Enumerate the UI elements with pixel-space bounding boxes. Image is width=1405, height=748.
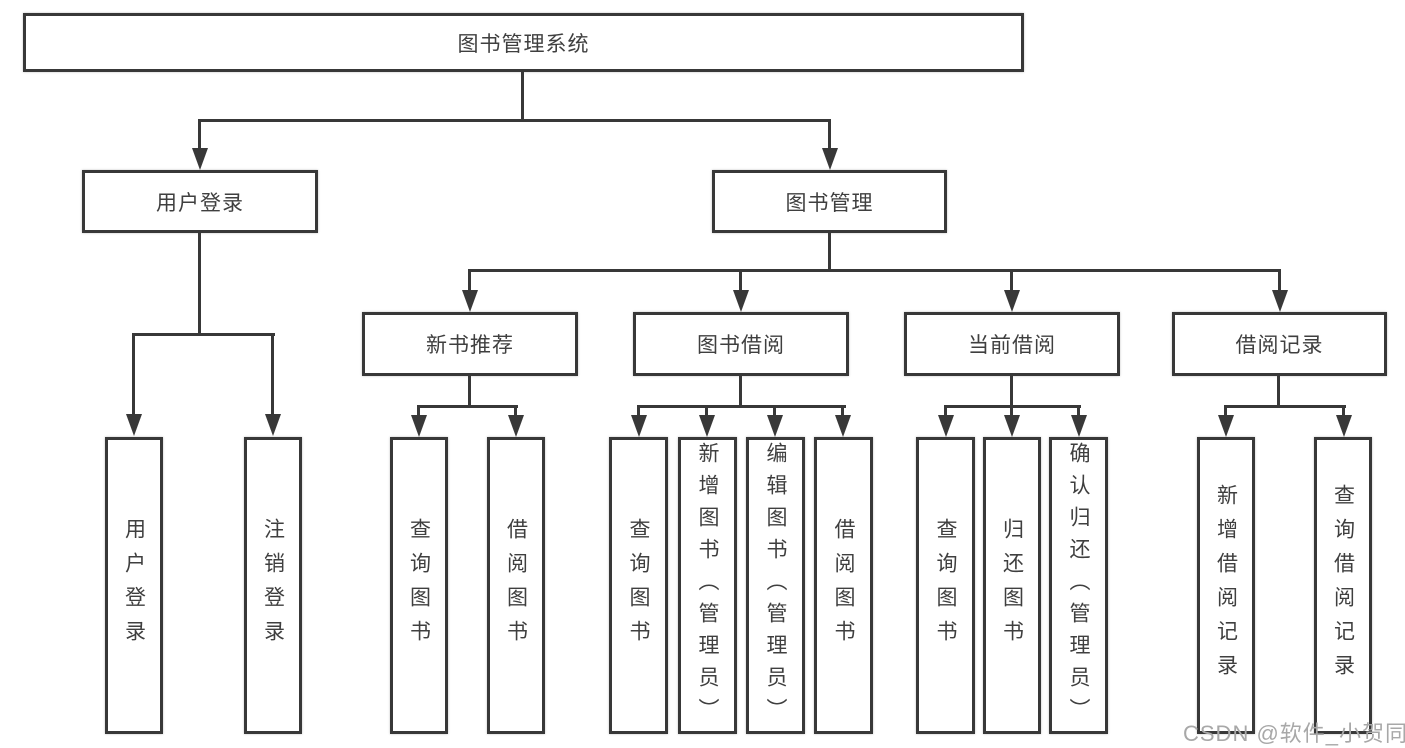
leaf-add-borrow-record-label: 新增借阅记录 [1214, 483, 1238, 688]
connector-current-borrow-stem [1010, 376, 1013, 406]
leaf-borrow-book-2-label: 借阅图书 [832, 517, 855, 654]
connector-new-books-bar [418, 405, 518, 408]
leaf-edit-book-admin-label: 编辑图书（管理员） [764, 441, 787, 730]
leaf-query-book-2: 查询图书 [609, 437, 668, 734]
node-user-login: 用户登录 [82, 170, 318, 233]
arrowhead-to-query-book-2 [637, 405, 640, 415]
csdn-watermark: CSDN @软件_小贺同学 [1183, 721, 1405, 746]
leaf-query-book-1: 查询图书 [390, 437, 448, 734]
leaf-user-login-label: 用户登录 [122, 517, 146, 654]
connector-borrow-records-bar [1225, 405, 1346, 408]
connector-user-login-bar [133, 333, 275, 336]
arrowhead-to-confirm-return [1077, 405, 1080, 415]
leaf-add-book-admin-label: 新增图书（管理员） [696, 441, 719, 730]
connector-new-books-stem [468, 376, 471, 406]
connector-root-bar [199, 119, 831, 122]
connector-book-management-bar [469, 269, 1281, 272]
arrowhead-to-borrow-records [1278, 269, 1281, 290]
arrowhead-to-borrow-book-2 [841, 405, 844, 415]
arrowhead-to-user-login [198, 119, 201, 148]
leaf-confirm-return-admin: 确认归还（管理员） [1049, 437, 1108, 734]
leaf-borrow-book-1: 借阅图书 [487, 437, 545, 734]
leaf-query-book-3-label: 查询图书 [934, 517, 957, 654]
arrowhead-to-borrow-book-1 [514, 405, 517, 415]
arrowhead-to-book-borrow [739, 269, 742, 290]
arrowhead-to-add-record [1224, 405, 1227, 415]
node-new-book-recommend: 新书推荐 [362, 312, 578, 376]
leaf-logout-label: 注销登录 [261, 517, 285, 654]
node-current-borrow: 当前借阅 [904, 312, 1120, 376]
node-root: 图书管理系统 [23, 13, 1024, 72]
leaf-return-book-label: 归还图书 [1000, 517, 1024, 654]
connector-user-login-stem [198, 233, 201, 334]
node-book-borrow: 图书借阅 [633, 312, 849, 376]
leaf-query-book-3: 查询图书 [916, 437, 975, 734]
connector-borrow-records-stem [1277, 376, 1280, 406]
leaf-query-borrow-record: 查询借阅记录 [1314, 437, 1372, 734]
leaf-query-borrow-record-label: 查询借阅记录 [1331, 483, 1355, 688]
arrowhead-to-add-book [705, 405, 708, 415]
node-borrow-records: 借阅记录 [1172, 312, 1387, 376]
leaf-user-login: 用户登录 [105, 437, 163, 734]
arrowhead-to-query-book-1 [417, 405, 420, 415]
leaf-edit-book-admin: 编辑图书（管理员） [746, 437, 805, 734]
connector-book-borrow-stem [739, 376, 742, 406]
arrowhead-to-return-book [1010, 405, 1013, 415]
leaf-return-book: 归还图书 [983, 437, 1041, 734]
arrowhead-to-book-management [828, 119, 831, 148]
arrowhead-to-query-record [1342, 405, 1345, 415]
node-book-management: 图书管理 [712, 170, 947, 233]
connector-book-management-stem [828, 233, 831, 270]
leaf-add-book-admin: 新增图书（管理员） [678, 437, 737, 734]
arrowhead-to-logout-leaf [271, 333, 274, 414]
connector-root-stem [521, 72, 524, 120]
arrowhead-to-new-books [468, 269, 471, 290]
connector-book-borrow-bar [637, 405, 846, 408]
arrowhead-to-edit-book [773, 405, 776, 415]
arrowhead-to-query-book-3 [944, 405, 947, 415]
leaf-borrow-book-1-label: 借阅图书 [504, 517, 528, 654]
leaf-confirm-return-admin-label: 确认归还（管理员） [1067, 441, 1090, 730]
arrowhead-to-login-leaf [132, 333, 135, 414]
leaf-logout: 注销登录 [244, 437, 302, 734]
leaf-add-borrow-record: 新增借阅记录 [1197, 437, 1255, 734]
leaf-query-book-1-label: 查询图书 [407, 517, 431, 654]
leaf-query-book-2-label: 查询图书 [627, 517, 650, 654]
leaf-borrow-book-2: 借阅图书 [814, 437, 873, 734]
arrowhead-to-current-borrow [1010, 269, 1013, 290]
